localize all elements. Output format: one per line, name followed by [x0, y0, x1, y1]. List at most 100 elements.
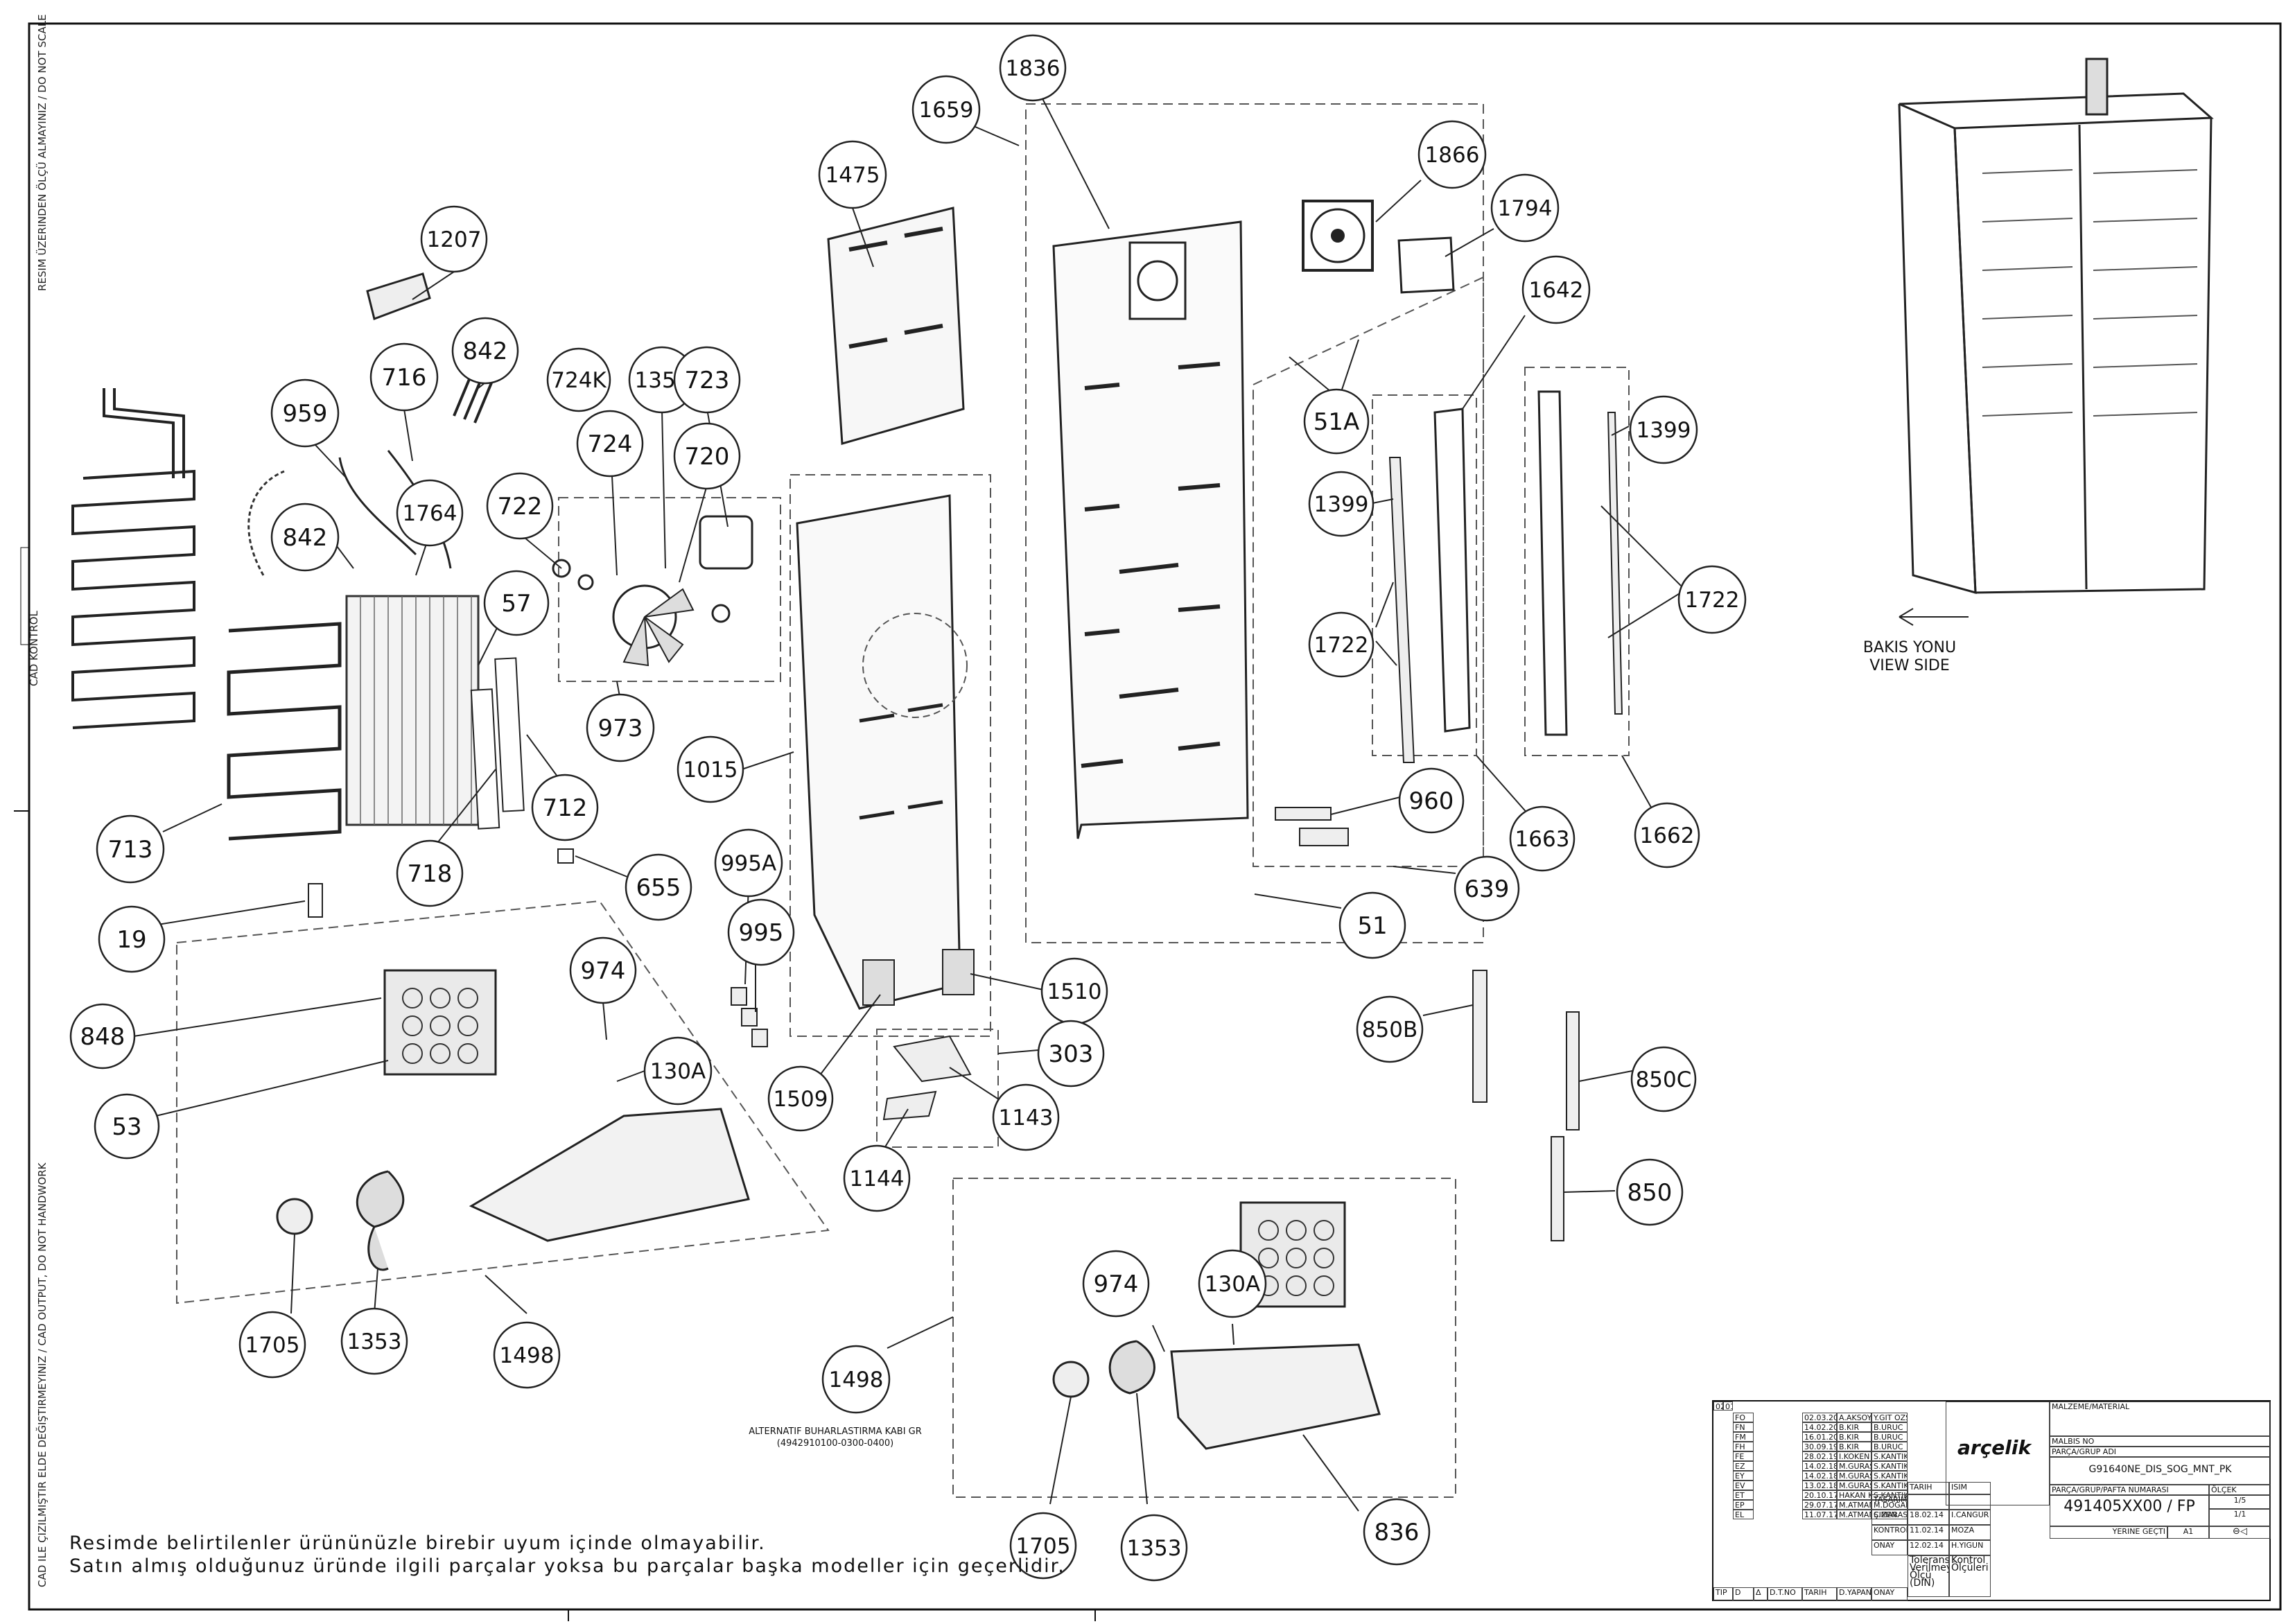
- callout-circle: [1677, 565, 1747, 634]
- callout-label: 130A: [1205, 1272, 1260, 1297]
- callout-label: 53: [112, 1113, 141, 1141]
- callout-circle: [673, 422, 741, 490]
- sign-role-cell: TASARIM: [1871, 1494, 1908, 1510]
- col-head-5: D.YAPAN: [1837, 1587, 1871, 1601]
- callout-995a: 995A: [714, 828, 783, 898]
- scale-label: ÖLÇEK: [2209, 1485, 2271, 1495]
- callout-circle: [1521, 255, 1591, 324]
- sign-role-cell: ÇIZEN: [1871, 1510, 1908, 1525]
- callout-1015: 1015: [677, 735, 744, 803]
- rev-by-cell: I.KOKEN: [1837, 1451, 1871, 1461]
- callout-1510: 1510: [1040, 957, 1108, 1025]
- callout-1509: 1509: [767, 1065, 834, 1132]
- replaces-label: YERINE GEÇTI: [2050, 1526, 2167, 1539]
- fan-motor-assembly: [552, 515, 753, 667]
- part-group-label: PARÇA/GRUP ADI: [2050, 1447, 2271, 1457]
- callout-label: 19: [116, 926, 146, 954]
- callout-label: 1722: [1685, 588, 1740, 613]
- callout-1399: 1399: [1308, 471, 1375, 537]
- callout-circle: [673, 346, 741, 414]
- rev-by-cell: M.GURAS: [1837, 1461, 1871, 1471]
- logo-cell: [1946, 1402, 2050, 1505]
- callout-label: 1015: [683, 758, 738, 783]
- heater-coil: [227, 622, 342, 841]
- disclaimer-notice: Resimde belirtilenler ürününüzle birebir…: [69, 1532, 1065, 1578]
- callout-1705: 1705: [238, 1311, 306, 1379]
- callout-label: 1498: [829, 1368, 884, 1392]
- callout-718: 718: [396, 839, 464, 907]
- callout-circle: [643, 1036, 713, 1106]
- rev-by-cell: B.KIR: [1837, 1422, 1871, 1432]
- callout-label: 303: [1049, 1040, 1094, 1068]
- grille-part-1509: [862, 959, 895, 1006]
- callout-974: 974: [569, 936, 637, 1004]
- control-note: Kontrol Ölçüleri: [1949, 1555, 1991, 1597]
- cover-part-1015: [796, 494, 961, 1010]
- callout-label: 1475: [826, 163, 880, 188]
- callout-label: 51A: [1314, 408, 1360, 436]
- callout-label: 724: [588, 430, 633, 458]
- rail-part-1399b: [1607, 412, 1623, 715]
- callout-label: 850: [1628, 1179, 1673, 1207]
- callout-label: 1764: [403, 501, 457, 526]
- callout-label: 1399: [1314, 492, 1369, 517]
- callout-circle: [1198, 1249, 1267, 1318]
- callout-1353: 1353: [1120, 1514, 1188, 1582]
- rev-ok-cell: B.URUC: [1871, 1432, 1908, 1442]
- callout-label: 1143: [999, 1106, 1054, 1130]
- callout-842: 842: [270, 503, 340, 572]
- callout-circle: [727, 898, 795, 966]
- format-value: A1: [2167, 1526, 2209, 1539]
- rev-date-cell: 02.03.20: [1802, 1413, 1837, 1422]
- callout-label: 1144: [850, 1167, 905, 1191]
- callout-label: 959: [283, 400, 328, 428]
- callout-1794: 1794: [1490, 173, 1560, 243]
- callout-label: 1705: [1016, 1534, 1071, 1559]
- callout-circle: [1509, 805, 1576, 872]
- panel-part-1475: [827, 207, 965, 445]
- scale-value: 1/5: [2209, 1495, 2271, 1509]
- callout-label: 850B: [1362, 1018, 1417, 1042]
- callout-circle: [1490, 173, 1560, 243]
- callout-57: 57: [483, 570, 550, 636]
- rev-rev-cell: FH: [1733, 1442, 1754, 1451]
- callout-label: 724K: [551, 368, 607, 393]
- callout-label: 1498: [500, 1343, 555, 1368]
- callout-1642: 1642: [1521, 255, 1591, 324]
- callout-label: 1836: [1006, 56, 1061, 81]
- callout-1143: 1143: [992, 1083, 1060, 1151]
- wire-part-842: [453, 374, 494, 424]
- part-960: [1275, 807, 1332, 821]
- rev-ok-cell: Y.GIT OZS: [1871, 1413, 1908, 1422]
- rev-date-cell: 14.02.18: [1802, 1471, 1837, 1481]
- rev-rev-cell: EV: [1733, 1481, 1754, 1490]
- sign-date-cell: [1908, 1494, 1949, 1510]
- callout-1353: 1353: [340, 1307, 408, 1375]
- callout-label: 995: [739, 919, 784, 947]
- col-head-4: TARIH: [1802, 1587, 1837, 1601]
- callout-circle: [843, 1144, 911, 1212]
- callout-1399: 1399: [1629, 395, 1698, 464]
- callout-1866: 1866: [1417, 120, 1487, 189]
- rail-part-1662: [1537, 390, 1568, 736]
- sign-date-cell: 11.02.14: [1908, 1525, 1949, 1540]
- sign-name-cell: [1949, 1494, 1991, 1510]
- sign-role-cell: ONAY: [1871, 1540, 1908, 1555]
- callout-circle: [486, 472, 554, 540]
- callout-836: 836: [1363, 1498, 1431, 1566]
- evaporator-part: [345, 595, 480, 826]
- callout-842: 842: [451, 317, 519, 385]
- channel-part-1143: [893, 1035, 972, 1083]
- material-label: MALZEME/MATERIAL: [2050, 1402, 2271, 1436]
- side-text-cad-kontrol: CAD KONTROL: [28, 611, 40, 686]
- callout-label: 1353: [1127, 1536, 1182, 1561]
- callout-label: 850C: [1636, 1067, 1692, 1092]
- col-head-6: ONAY: [1871, 1587, 1908, 1601]
- rev-by-cell: M.GURAS: [1837, 1481, 1871, 1490]
- sign-date-cell: 18.02.14: [1908, 1510, 1949, 1525]
- callout-circle: [1363, 1498, 1431, 1566]
- callout-130a: 130A: [1198, 1249, 1267, 1318]
- projection-symbol: ⊖◁: [2209, 1526, 2271, 1539]
- sign-name-cell: I.CANGUR: [1949, 1510, 1991, 1525]
